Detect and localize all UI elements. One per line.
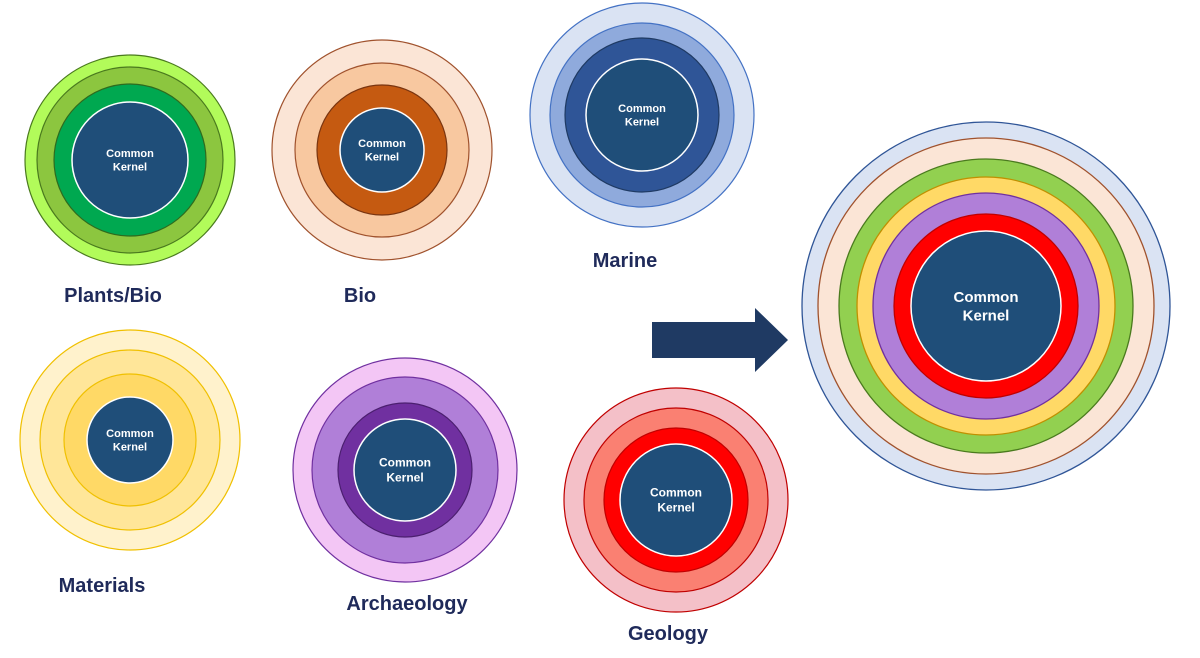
- kernel-bio: [339, 107, 425, 193]
- kernel-label-line: Kernel: [386, 471, 423, 485]
- kernel-geology: [619, 443, 733, 557]
- kernel-label-line: Kernel: [963, 308, 1010, 325]
- kernel-label-line: Common: [379, 456, 431, 470]
- combined-kernel: [910, 230, 1062, 382]
- kernel-label-line: Kernel: [625, 117, 659, 129]
- kernel-materials: [86, 396, 174, 484]
- kernel-label-line: Common: [106, 428, 154, 440]
- label-materials: Materials: [58, 575, 146, 597]
- kernel-marine: [585, 58, 699, 172]
- kernel-archaeology: [353, 418, 457, 522]
- kernel-plants-bio: [71, 101, 189, 219]
- kernel-label-line: Kernel: [365, 152, 399, 164]
- label-bio: Bio: [343, 285, 377, 307]
- label-geology: Geology: [627, 623, 709, 645]
- label-archaeology: Archaeology: [346, 593, 468, 615]
- kernel-label-line: Kernel: [113, 162, 147, 174]
- merge-arrow-icon: [652, 308, 788, 372]
- kernel-label-line: Common: [106, 148, 154, 160]
- kernel-label-line: Common: [954, 289, 1019, 306]
- kernel-label-line: Common: [618, 103, 666, 115]
- kernel-label-line: Common: [650, 486, 702, 500]
- kernel-label-line: Kernel: [113, 442, 147, 454]
- kernel-label-line: Common: [358, 138, 406, 150]
- kernel-label-line: Kernel: [657, 501, 694, 515]
- label-plants-bio: Plants/Bio: [64, 285, 162, 307]
- label-marine: Marine: [592, 250, 658, 272]
